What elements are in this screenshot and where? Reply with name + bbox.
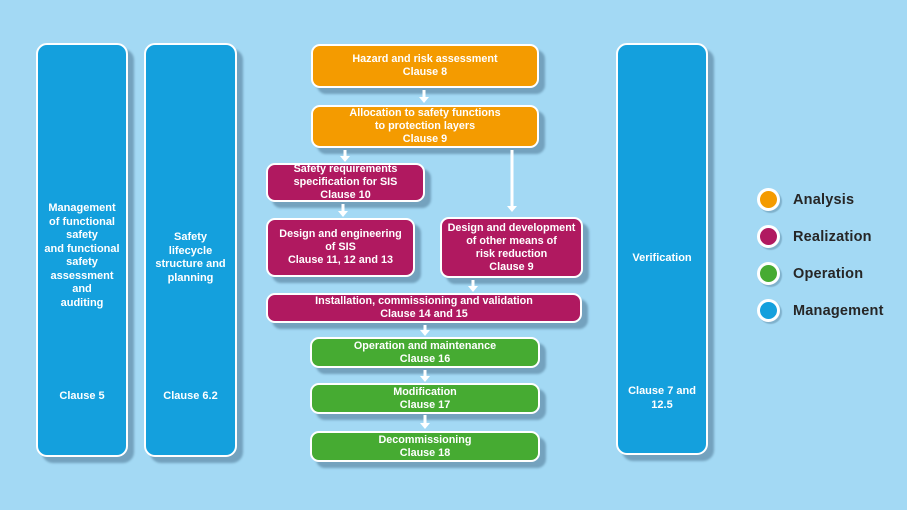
panel-line: safety bbox=[66, 256, 98, 268]
analysis-swatch-icon bbox=[757, 188, 780, 211]
flow-box-installation-commissioning-validation: Installation, commissioning and validati… bbox=[266, 293, 582, 323]
flow-box-line: Allocation to safety functions bbox=[349, 107, 501, 119]
flow-box-line: Design and engineering bbox=[279, 228, 402, 240]
flow-box-design-and-engineering-of-sis: Design and engineering of SIS Clause 11,… bbox=[266, 218, 415, 277]
flow-box-line: Decommissioning bbox=[378, 433, 472, 446]
arrow-down-icon bbox=[467, 280, 479, 292]
flow-box-clause: Clause 18 bbox=[399, 446, 451, 459]
legend-item-analysis: Analysis bbox=[757, 188, 884, 211]
legend-item-realization: Realization bbox=[757, 225, 884, 248]
flow-box-line: to protection layers bbox=[374, 120, 476, 132]
panel-label: Safety lifecycle structure and planning bbox=[148, 231, 233, 285]
legend-item-management: Management bbox=[757, 299, 884, 322]
flow-box-clause: Clause 8 bbox=[402, 66, 448, 78]
flow-box-clause: Clause 17 bbox=[399, 398, 451, 411]
flow-box-line: Design and development bbox=[447, 221, 576, 234]
panel-line: Verification bbox=[632, 252, 692, 264]
arrow-down-icon bbox=[506, 150, 518, 212]
flow-box-decommissioning: Decommissioning Clause 18 bbox=[310, 431, 540, 462]
panel-label: Verification bbox=[620, 252, 704, 266]
panel-line: and bbox=[72, 283, 92, 295]
flow-box-line: Installation, commissioning and validati… bbox=[315, 295, 533, 307]
arrow-down-icon bbox=[419, 415, 431, 429]
legend: Analysis Realization Operation Managemen… bbox=[757, 188, 884, 322]
flow-box-line: Modification bbox=[393, 385, 457, 398]
panel-label: Management of functional safety and func… bbox=[40, 202, 124, 310]
flow-box-safety-requirements-specification: Safety requirements specification for SI… bbox=[266, 163, 425, 202]
flow-box-clause: Clause 11, 12 and 13 bbox=[287, 254, 394, 266]
legend-label: Realization bbox=[793, 228, 872, 245]
panel-verification: Verification Clause 7 and 12.5 bbox=[616, 43, 708, 455]
flow-box-clause: Clause 16 bbox=[399, 352, 451, 365]
flow-box-clause: Clause 9 bbox=[489, 260, 534, 273]
legend-item-operation: Operation bbox=[757, 262, 884, 285]
flow-box-line: Safety requirements bbox=[293, 163, 398, 175]
flow-box-clause: Clause 14 and 15 bbox=[380, 308, 468, 320]
panel-safety-lifecycle-planning: Safety lifecycle structure and planning … bbox=[144, 43, 237, 457]
flow-box-line: risk reduction bbox=[475, 247, 548, 260]
panel-line: auditing bbox=[60, 296, 104, 309]
flow-box-design-and-development-other-means: Design and development of other means of… bbox=[440, 217, 583, 278]
panel-line: of functional bbox=[49, 215, 115, 228]
operation-swatch-icon bbox=[757, 262, 780, 285]
arrow-down-icon bbox=[339, 150, 351, 162]
realization-swatch-icon bbox=[757, 225, 780, 248]
arrow-down-icon bbox=[419, 325, 431, 336]
panel-line: lifecycle bbox=[168, 244, 213, 257]
panel-line: assessment bbox=[50, 269, 114, 282]
arrow-down-icon bbox=[418, 90, 430, 103]
legend-label: Management bbox=[793, 302, 884, 319]
flow-box-line: Operation and maintenance bbox=[353, 339, 497, 352]
panel-line: and functional bbox=[44, 242, 120, 255]
panel-clause: Clause 6.2 bbox=[163, 390, 218, 402]
management-swatch-icon bbox=[757, 299, 780, 322]
flow-box-clause: Clause 10 bbox=[320, 189, 371, 201]
arrow-down-icon bbox=[419, 370, 431, 382]
panel-line: Safety bbox=[173, 231, 208, 243]
flow-box-line: specification for SIS bbox=[293, 176, 398, 188]
legend-label: Analysis bbox=[793, 191, 855, 208]
panel-line: safety bbox=[66, 229, 98, 241]
flow-box-allocation-to-safety-functions: Allocation to safety functions to protec… bbox=[311, 105, 539, 148]
flow-box-operation-and-maintenance: Operation and maintenance Clause 16 bbox=[310, 337, 540, 368]
flow-box-line: of SIS bbox=[325, 241, 356, 253]
panel-line: structure and bbox=[155, 258, 226, 270]
flow-box-modification: Modification Clause 17 bbox=[310, 383, 540, 414]
panel-line: planning bbox=[167, 271, 214, 284]
panel-clause: Clause 5 bbox=[59, 390, 105, 402]
legend-label: Operation bbox=[793, 265, 864, 282]
flow-box-line: Hazard and risk assessment bbox=[352, 53, 498, 65]
panel-management-of-functional-safety: Management of functional safety and func… bbox=[36, 43, 128, 457]
flow-box-clause: Clause 9 bbox=[402, 133, 448, 145]
flow-box-hazard-and-risk-assessment: Hazard and risk assessment Clause 8 bbox=[311, 44, 539, 88]
arrow-down-icon bbox=[337, 204, 349, 217]
flow-box-line: of other means of bbox=[466, 234, 557, 247]
panel-line: Management bbox=[48, 202, 116, 214]
panel-clause: Clause 7 and 12.5 bbox=[628, 385, 696, 411]
